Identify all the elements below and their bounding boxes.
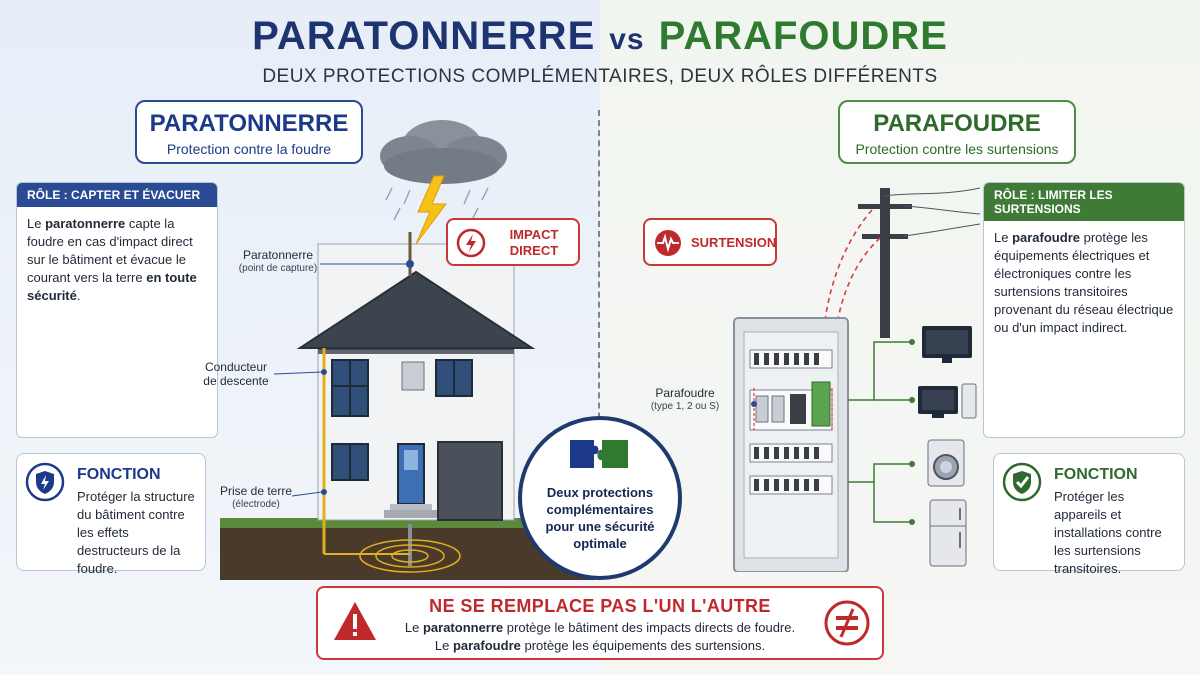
role-text-part: capte la foudre en cas d'impact direct s… (27, 216, 193, 285)
role-text-bold: en toute sécurité (27, 270, 197, 303)
lightning-bolt-icon (415, 175, 447, 245)
storm-cloud-icon (380, 120, 507, 221)
down-conductor-label: Conducteur de descente (203, 360, 269, 388)
paratonnerre-role-card: RÔLE : CAPTER ET ÉVACUER Le paratonnerre… (16, 182, 218, 438)
paratonnerre-role-text: Le paratonnerre capte la foudre en cas d… (17, 207, 217, 313)
parafoudre-function-text: Protéger les appareils et installations … (1054, 489, 1162, 576)
parafoudre-heading-card: PARAFOUDRE Protection contre les surtens… (838, 100, 1076, 164)
conductor-leader (273, 371, 323, 375)
not-equal-icon (824, 600, 870, 646)
banner-text-part: Le (434, 638, 453, 653)
lightning-alert-icon (456, 228, 486, 258)
paratonnerre-function-card: FONCTION Protéger la structure du bâtime… (16, 453, 206, 576)
parafoudre-role-text: Le parafoudre protège les équipements él… (984, 221, 1184, 345)
paratonnerre-function-text: Protéger la structure du bâtiment contre… (77, 489, 195, 576)
parafoudre-role-title: RÔLE : LIMITER LES SURTENSIONS (984, 183, 1184, 221)
surtension-text: SURTENSION (691, 235, 777, 250)
role-text-part: Le (27, 216, 46, 231)
page-title: PARATONNERRE vs PARAFOUDRE (0, 14, 1200, 59)
banner-text-part: Le (404, 620, 423, 635)
parafoudre-subheading: Protection contre les surtensions (855, 141, 1059, 157)
pulse-icon (655, 230, 681, 256)
role-text-part: . (76, 288, 81, 303)
paratonnerre-heading-card: PARATONNERRE Protection contre la foudre (135, 100, 363, 164)
parafoudre-heading: PARAFOUDRE (873, 110, 1041, 137)
warning-banner: NE SE REMPLACE PAS L'UN L'AUTRE Le parat… (316, 586, 884, 660)
role-text-part: Le (994, 230, 1013, 245)
electrical-panel-illustration (733, 187, 980, 572)
complementary-text: Deux protections complémentaires pour un… (545, 485, 655, 551)
ground-electrode-label-sub: (électrode) (232, 499, 280, 510)
paratonnerre-subheading: Protection contre la foudre (166, 141, 332, 157)
tv-icon (922, 326, 972, 363)
shield-check-icon (1002, 462, 1042, 502)
banner-text-part: protège le bâtiment des impacts directs … (503, 620, 796, 635)
title-vs: vs (609, 23, 645, 56)
impact-direct-text: IMPACT DIRECT (509, 227, 559, 258)
role-text-part: protège les équipements électriques et é… (994, 230, 1174, 335)
washing-machine-icon (927, 439, 965, 487)
rod-marker (406, 260, 414, 268)
ground-leader (291, 491, 323, 497)
banner-text-bold: paratonnerre (422, 620, 504, 635)
surtension-badge: SURTENSION (643, 218, 777, 266)
computer-icon (918, 383, 977, 419)
parafoudre-role-card: RÔLE : LIMITER LES SURTENSIONS Le parafo… (983, 182, 1185, 438)
banner-text-bold: parafoudre (452, 638, 521, 653)
center-divider (598, 110, 600, 580)
surge-protector-label-text: Parafoudre (655, 386, 715, 400)
parafoudre-function-card: FONCTION Protéger les appareils et insta… (993, 453, 1185, 576)
warning-triangle-icon (334, 602, 376, 640)
shield-icon (25, 462, 65, 502)
lightning-rod-label-sub: (point de capture) (238, 263, 318, 274)
parafoudre-function-title: FONCTION (1054, 466, 1138, 483)
lightning-rod-label: Paratonnerre (point de capture) (236, 248, 320, 276)
title-paratonnerre: PARATONNERRE (252, 14, 596, 58)
warning-banner-title: NE SE REMPLACE PAS L'UN L'AUTRE (429, 596, 771, 616)
paratonnerre-heading: PARATONNERRE (149, 110, 349, 137)
title-parafoudre: PARAFOUDRE (658, 14, 948, 58)
warning-banner-line-1: Le paratonnerre protège le bâtiment des … (388, 620, 812, 635)
impact-direct-badge: IMPACT DIRECT (446, 218, 580, 266)
house-roof (300, 272, 532, 348)
paratonnerre-role-title: RÔLE : CAPTER ET ÉVACUER (17, 183, 217, 207)
page-subtitle: DEUX PROTECTIONS COMPLÉMENTAIRES, DEUX R… (262, 66, 938, 87)
paratonnerre-function-title: FONCTION (77, 466, 161, 483)
house-illustration (220, 120, 596, 580)
utility-pole (858, 187, 980, 338)
banner-text-part: protège les équipements des surtensions. (520, 638, 766, 653)
surge-protector-module (811, 381, 831, 427)
role-text-bold: parafoudre (1012, 230, 1080, 245)
warning-banner-line-2: Le parafoudre protège les équipements de… (388, 638, 812, 653)
grass (220, 518, 596, 528)
surge-protector-label-sub: (type 1, 2 ou S) (650, 401, 720, 412)
garage-door (437, 441, 503, 521)
breaker-rows (749, 349, 833, 495)
lightning-rod-label-text: Paratonnerre (242, 248, 314, 262)
puzzle-icon (570, 440, 628, 468)
complementary-circle: Deux protections complémentaires pour un… (518, 416, 682, 580)
fridge-icon (929, 499, 967, 567)
ground-electrode-label: Prise de terre (électrode) (218, 484, 294, 512)
surge-protector-label: Parafoudre (type 1, 2 ou S) (640, 386, 730, 414)
ground-electrode-label-text: Prise de terre (219, 484, 293, 498)
role-text-bold: paratonnerre (45, 216, 126, 231)
